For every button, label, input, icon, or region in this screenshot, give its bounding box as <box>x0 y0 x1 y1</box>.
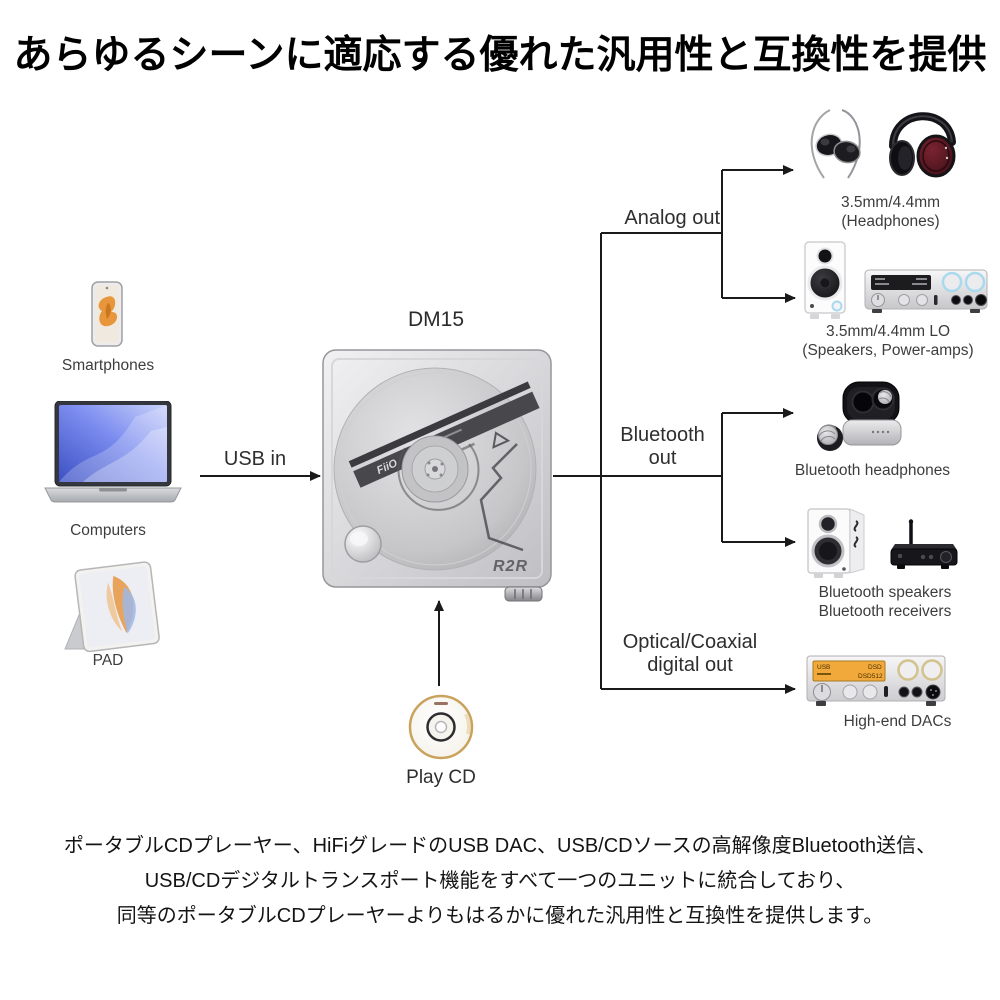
dac-display-right-text: DSD <box>868 664 882 671</box>
line-out-caption-line1: 3.5mm/4.4mm LO <box>825 323 951 340</box>
dacs-caption: High-end DACs <box>795 713 1000 732</box>
dac-display-left-text: USB <box>817 664 830 671</box>
smartphones-label: Smartphones <box>61 357 155 374</box>
pad-label: PAD <box>92 652 124 669</box>
bt-speakers-caption: Bluetooth speakers Bluetooth receivers <box>782 584 988 621</box>
tws-earbuds-image <box>817 381 902 451</box>
headphones-caption-line2: (Headphones) <box>841 212 940 230</box>
bluetooth-speaker-image <box>807 508 865 578</box>
laptop-image <box>44 401 182 503</box>
footer-line1: ポータブルCDプレーヤー、HiFiグレードのUSB DAC、USB/CDソースの… <box>63 835 937 857</box>
headphones-caption-line1: 3.5mm/4.4mm <box>840 194 941 211</box>
bt-headphones-caption-line1: Bluetooth headphones <box>794 462 951 479</box>
digital-out-label: Optical/Coaxial digital out <box>600 631 780 677</box>
amp-display <box>871 275 931 290</box>
tablet-image <box>64 561 160 653</box>
dm15-device-image: FiiO R2R <box>322 349 552 602</box>
iem-earphones-image <box>810 109 861 179</box>
line-out-caption: 3.5mm/4.4mm LO (Speakers, Power-amps) <box>783 323 993 360</box>
analog-out-label: Analog out <box>624 207 720 229</box>
bluetooth-out-label: Bluetooth out <box>585 424 740 470</box>
digital-out-line1: Optical/Coaxial <box>622 631 758 653</box>
usb-in-label: USB in <box>223 448 287 470</box>
dac-display <box>812 660 886 682</box>
dac-display-bottom-text: DSD512 <box>858 673 883 680</box>
line-out-caption-line2: (Speakers, Power-amps) <box>802 341 974 359</box>
bluetooth-receiver-image <box>890 519 958 569</box>
bt-headphones-caption: Bluetooth headphones <box>770 462 975 481</box>
dm15-model-label: DM15 <box>407 308 465 331</box>
bt-speakers-caption-line1: Bluetooth speakers <box>818 584 952 601</box>
dacs-caption-line1: High-end DACs <box>843 713 952 730</box>
bluetooth-out-line2: out <box>648 447 677 469</box>
digital-out-line2: digital out <box>647 654 733 676</box>
cd-disc-image <box>408 694 474 760</box>
computers-label: Computers <box>70 522 146 539</box>
footer-line2: USB/CDデジタルトランスポート機能をすべて一つのユニットに統合しており、 <box>144 870 856 892</box>
bookshelf-speaker-image <box>804 241 846 319</box>
bt-speakers-caption-line2: Bluetooth receivers <box>818 602 952 620</box>
footer-line3: 同等のポータブルCDプレーヤーよりもはるかに優れた汎用性と互換性を提供します。 <box>116 905 884 927</box>
r2r-logo-text: R2R <box>493 558 528 575</box>
play-cd-label: Play CD <box>406 767 476 788</box>
bluetooth-out-line1: Bluetooth <box>620 424 705 446</box>
headphones-caption: 3.5mm/4.4mm (Headphones) <box>808 194 973 231</box>
smartphone-image <box>91 281 123 347</box>
high-end-dac-image: USB DSD DSD512 <box>806 655 946 706</box>
page-title: あらゆるシーンに適応する優れた汎用性と互換性を提供 <box>13 34 987 77</box>
over-ear-headphones-image <box>889 112 956 178</box>
desktop-amp-image <box>864 269 988 313</box>
